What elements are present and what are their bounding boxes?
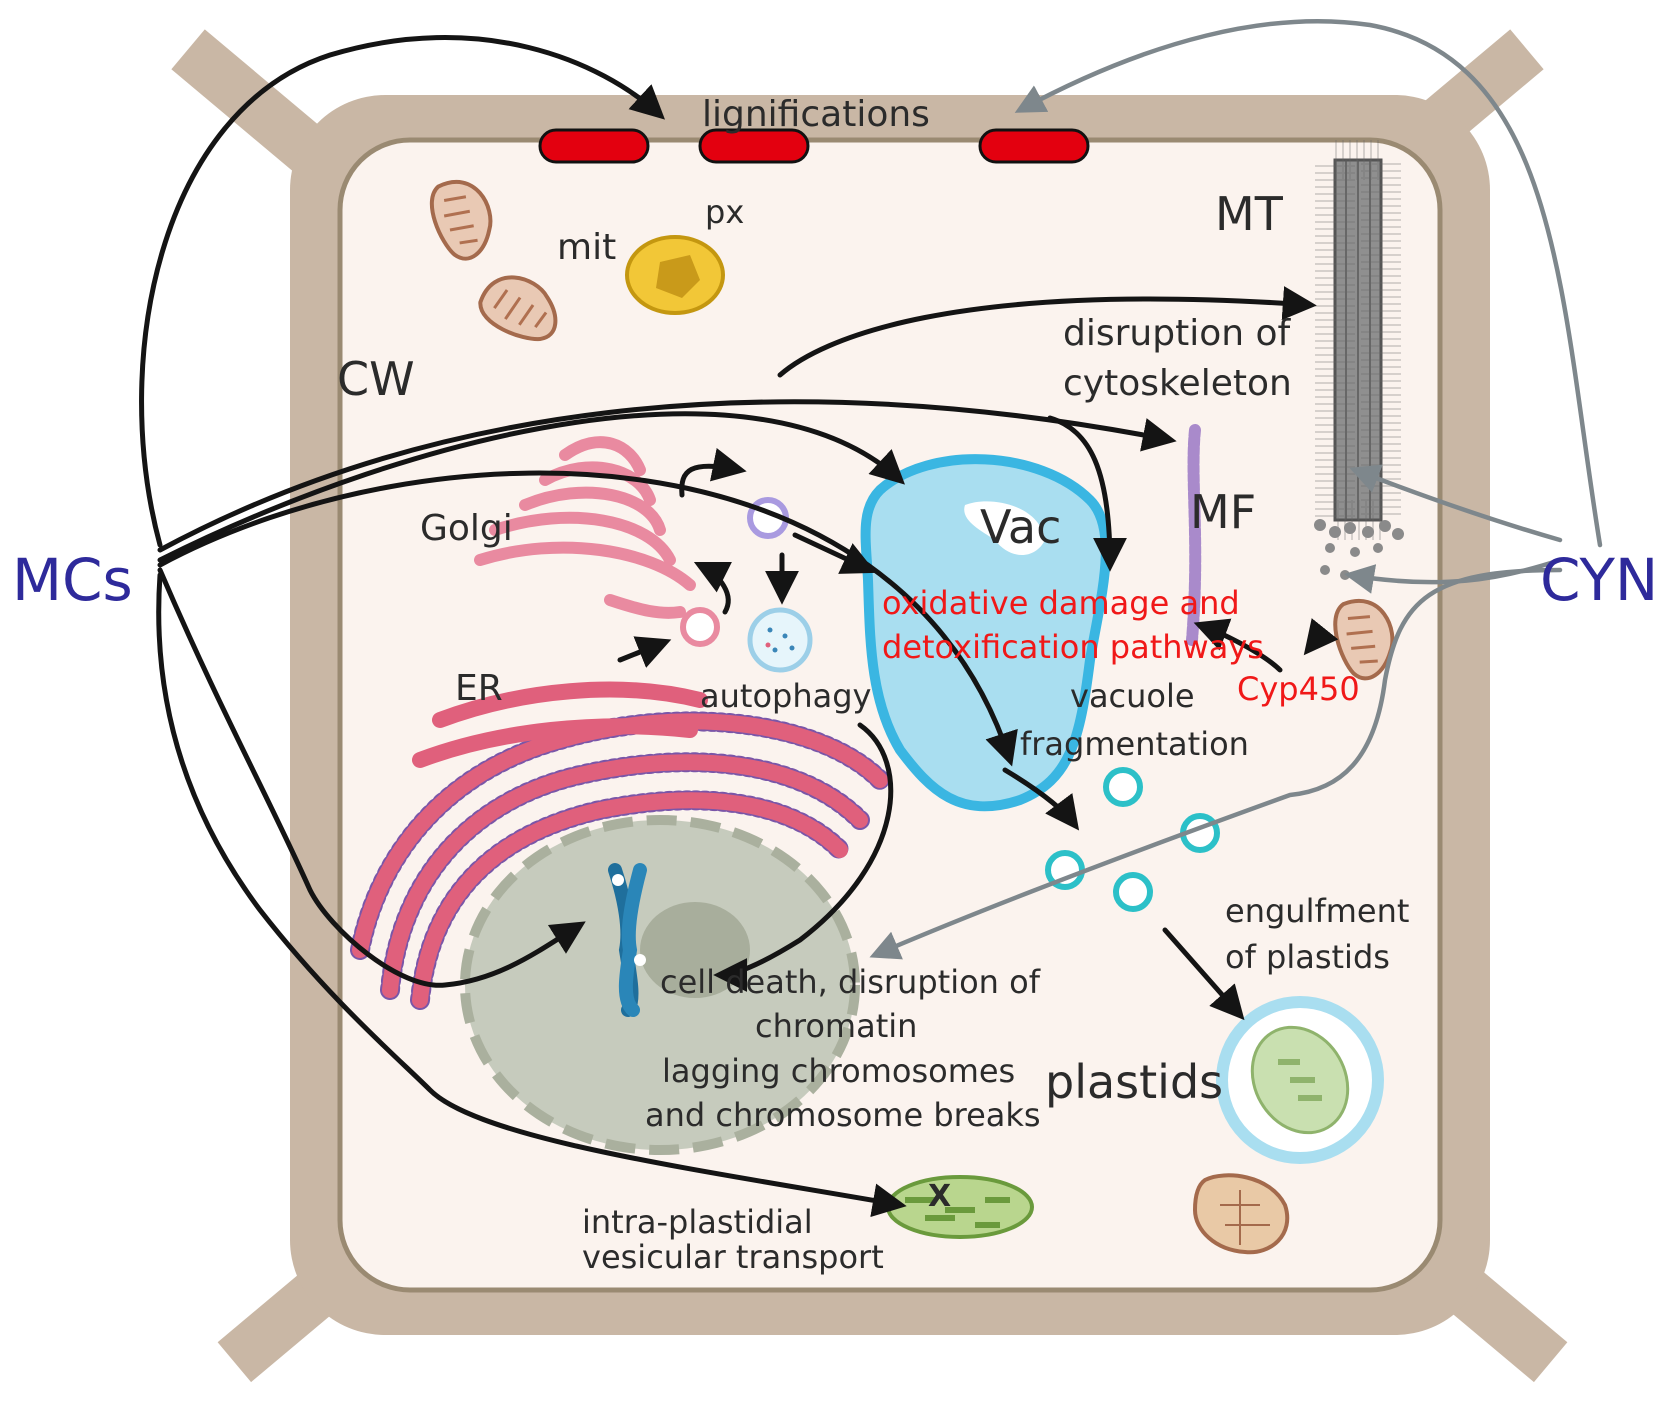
x-mark: X — [928, 1179, 951, 1214]
engulf-label-line1: engulfment — [1225, 892, 1409, 930]
lignification-deposits — [538, 128, 1090, 164]
celldeath-label-line2: chromatin — [755, 1007, 917, 1045]
oxidative-label-line2: detoxification pathways — [882, 628, 1264, 666]
px-label: px — [705, 193, 744, 231]
vacuole-highlight — [964, 501, 1045, 555]
vacuole-frag-label-line2: fragmentation — [1020, 725, 1249, 763]
microfilament — [1186, 424, 1202, 646]
chloroplast — [886, 1175, 1034, 1239]
vacuole — [860, 454, 1111, 812]
intra-label-line1: intra-plastidial — [582, 1203, 813, 1241]
mit-label: mit — [557, 227, 616, 268]
intra-label-line2: vesicular transport — [582, 1238, 884, 1276]
amyloplast — [1192, 1173, 1290, 1255]
cyn-label: CYN — [1540, 546, 1658, 614]
chromosome — [608, 863, 647, 1017]
engulf-label-line2: of plastids — [1225, 938, 1390, 976]
plastids-label: plastids — [1045, 1055, 1223, 1109]
engulfed-plastid — [1216, 996, 1384, 1164]
endoplasmic-reticulum — [350, 681, 890, 1010]
celldeath-label-line1: cell death, disruption of — [660, 963, 1041, 1001]
lignifications-label: lignifications — [702, 94, 930, 135]
cyp450-label: Cyp450 — [1237, 670, 1360, 708]
autophagosome — [747, 607, 813, 673]
mcs-label: MCs — [12, 546, 133, 614]
mf-label: MF — [1190, 485, 1256, 539]
disruption-label-line2: cytoskeleton — [1063, 363, 1292, 404]
cyn-arrows — [869, 19, 1603, 960]
cw-label: CW — [337, 352, 415, 406]
disruption-label-line1: disruption of — [1063, 313, 1292, 354]
oxidative-label-line1: oxidative damage and — [882, 584, 1240, 622]
mitochondrion-2 — [478, 275, 558, 342]
vacuole-frag-label-line1: vacuole — [1070, 677, 1195, 715]
golgi-apparatus — [474, 436, 696, 619]
vesicle-pink — [680, 607, 720, 647]
golgi-label: Golgi — [420, 508, 513, 549]
mt-label: MT — [1215, 187, 1284, 241]
autophagy-label: autophagy — [700, 677, 871, 715]
peroxisome — [625, 235, 725, 315]
celldeath-label-line3: lagging chromosomes — [662, 1052, 1015, 1090]
vac-label: Vac — [980, 500, 1061, 554]
mitochondrion-1 — [429, 179, 493, 261]
mcs-arrows — [139, 35, 1339, 1218]
microtubule — [1314, 140, 1404, 580]
plastid-vesicles — [1045, 767, 1220, 912]
er-label: ER — [455, 668, 503, 709]
celldeath-label-line4: and chromosome breaks — [645, 1096, 1041, 1134]
